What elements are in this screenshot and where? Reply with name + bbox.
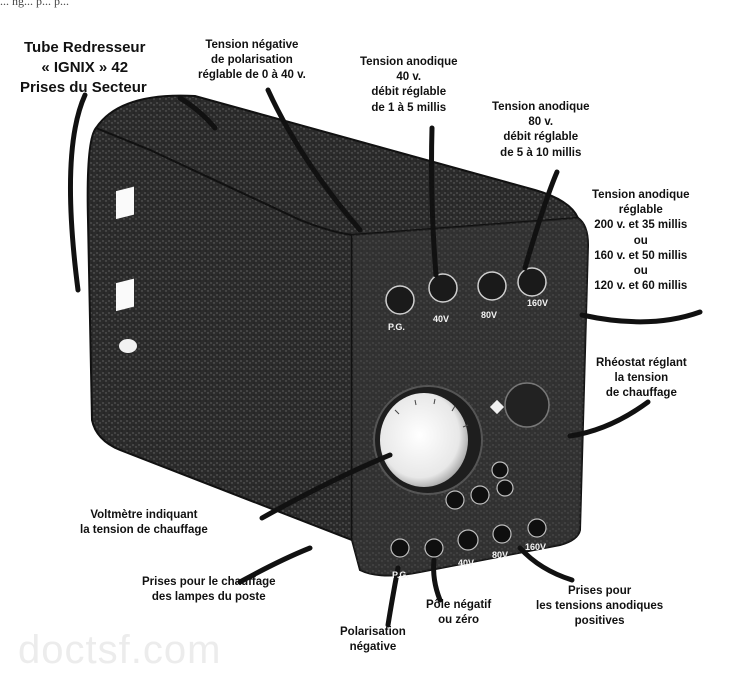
knob-pg	[385, 285, 415, 315]
pointer-anodpos	[517, 545, 575, 583]
mark-bot-80v: 80V	[492, 550, 508, 560]
pointer-anod80	[522, 169, 560, 271]
pointer-voltmetre	[259, 452, 393, 521]
pointer-rheostat	[567, 399, 651, 439]
pointer-anodreg	[579, 309, 703, 325]
mark-top-80v: 80V	[481, 310, 497, 320]
voltmeter-dial	[380, 393, 468, 487]
mark-top-160v: 160V	[527, 298, 548, 308]
panel-markings: P.G. 40V 80V 160V P.G. 40V 80V 160V	[388, 298, 548, 580]
pointer-tube	[67, 92, 88, 293]
pointer-secteur	[177, 95, 218, 131]
pointer-polneg	[385, 565, 401, 628]
pointer-polarisation	[265, 87, 363, 233]
pointer-pole	[431, 557, 443, 603]
knob-40v	[428, 273, 458, 303]
mains-socket-2	[116, 278, 134, 312]
mark-top-40v: 40V	[433, 314, 449, 324]
cropped-header-text: ... ng... p... p...	[0, 0, 69, 8]
knob-160v	[517, 267, 547, 297]
lower-jacks	[390, 461, 547, 558]
knob-80v	[477, 271, 507, 301]
mark-top-pg: P.G.	[388, 322, 405, 332]
mark-bot-pg: P.G.	[392, 570, 409, 580]
watermark: doctsf.com	[18, 628, 222, 672]
rheostat-knob	[504, 382, 550, 428]
top-knob-row	[385, 267, 547, 315]
pointer-chauffage	[237, 545, 313, 585]
label-prises-secteur: Prises du Secteur	[20, 79, 147, 96]
pointer-anod40	[429, 125, 439, 278]
rectifier-window	[119, 339, 137, 353]
mains-socket-1	[116, 186, 134, 220]
label-tube: Tube Redresseur« IGNIX » 42	[24, 39, 146, 76]
mark-bot-160v: 160V	[525, 542, 546, 552]
case-left-face	[86, 126, 353, 542]
mark-bot-40v: 40V	[458, 558, 474, 568]
